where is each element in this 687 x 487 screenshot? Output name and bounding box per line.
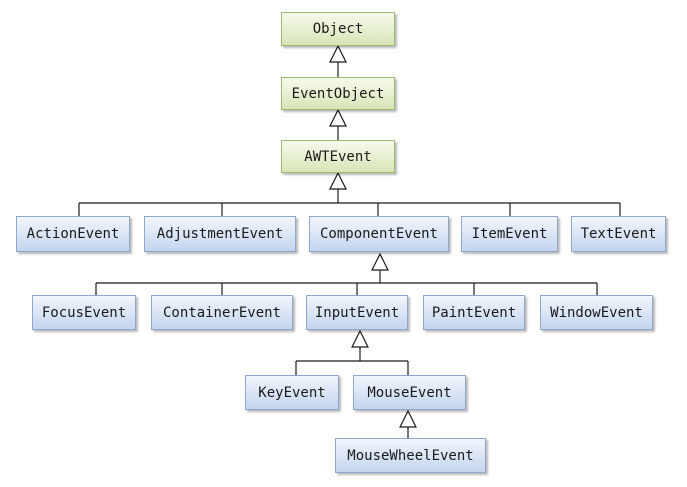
node-actionevent: ActionEvent (16, 216, 130, 252)
node-textevent: TextEvent (571, 216, 666, 252)
inheritance-arrowhead (351, 329, 369, 348)
node-mouseevent: MouseEvent (353, 375, 466, 410)
node-adjustmentevent: AdjustmentEvent (144, 216, 296, 252)
inheritance-arrowhead (329, 171, 347, 190)
node-inputevent: InputEvent (306, 295, 408, 330)
node-focusevent: FocusEvent (32, 295, 136, 330)
node-containerevent: ContainerEvent (151, 295, 293, 330)
inheritance-arrowhead (371, 252, 389, 271)
node-itemevent: ItemEvent (461, 216, 558, 252)
inheritance-arrowhead (329, 108, 347, 127)
node-paintevent: PaintEvent (423, 295, 525, 330)
node-componentevent: ComponentEvent (309, 216, 449, 252)
node-eventobject: EventObject (281, 77, 395, 110)
inheritance-arrowhead (399, 409, 417, 428)
node-awtevent: AWTEvent (281, 140, 395, 173)
node-object: Object (281, 12, 395, 46)
node-windowevent: WindowEvent (540, 295, 653, 330)
node-keyevent: KeyEvent (245, 375, 339, 410)
node-mousewheelevent: MouseWheelEvent (335, 438, 486, 473)
inheritance-arrowhead (329, 44, 347, 63)
